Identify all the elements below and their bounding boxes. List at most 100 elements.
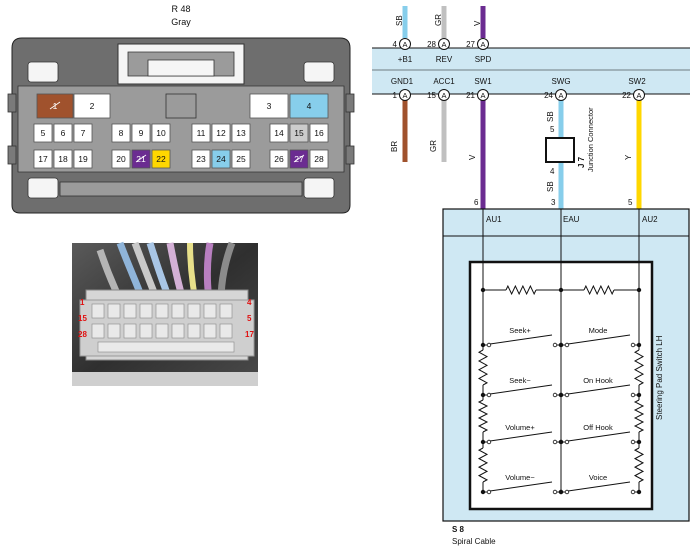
switch-blade (489, 431, 553, 442)
switch-contact (486, 342, 492, 348)
junction-dot (636, 439, 642, 445)
signal-label: REV (436, 55, 453, 64)
switch-blade (567, 481, 631, 492)
resistor (633, 399, 645, 433)
terminal-pin: 21 (466, 91, 475, 100)
switch-blade (567, 431, 631, 442)
switch-label-right: Mode (589, 326, 608, 335)
pin-cell (289, 149, 309, 169)
switch-contact (630, 489, 636, 495)
junction-name: Junction Connector (586, 107, 595, 172)
pin-cell (191, 149, 211, 169)
pin-strike (293, 154, 305, 163)
pin-number: 28 (314, 154, 324, 164)
pin-number: 12 (216, 128, 226, 138)
switch-contact (630, 342, 636, 348)
pin-cell (33, 149, 53, 169)
pin-cell (211, 123, 231, 143)
pin-cell (289, 123, 309, 143)
terminal-pin: 27 (466, 40, 475, 49)
pin-cell (131, 149, 151, 169)
signal-label: +B1 (398, 55, 413, 64)
pin-number: 23 (196, 154, 206, 164)
pin-number: 24 (216, 154, 226, 164)
photo-label-4: 4 (247, 298, 252, 307)
pin-cell (269, 123, 289, 143)
junction-dot (636, 489, 642, 495)
wire-color-code: GR (434, 14, 443, 26)
pin-cell (231, 149, 251, 169)
terminal-circle (555, 89, 567, 101)
signal-label: SW2 (628, 77, 646, 86)
switch-label-left: Seek+ (509, 326, 531, 335)
switch-contact (630, 392, 636, 398)
switch-contact (552, 392, 558, 398)
pin-number: 3 (267, 101, 272, 111)
spiral-label-au1: AU1 (486, 215, 502, 224)
spiral-label-au2: AU2 (642, 215, 658, 224)
junction-id: J 7 (577, 156, 586, 168)
terminal-letter: A (441, 40, 446, 49)
wire-color-code: V (473, 20, 482, 26)
pin-cell (249, 93, 289, 119)
terminal-letter: A (480, 91, 485, 100)
switch-contact (486, 392, 492, 398)
switch-contact (486, 489, 492, 495)
junction-box (545, 137, 575, 163)
switch-contact (630, 439, 636, 445)
signal-label: SW1 (474, 77, 492, 86)
terminal-circle (399, 38, 411, 50)
terminal-letter: A (402, 91, 407, 100)
junction-connector: 5 4 SB SB J 7 Junction Connector (545, 107, 595, 192)
terminal-pin: 1 (393, 91, 398, 100)
pin-number: 14 (274, 128, 284, 138)
switch-blade (489, 384, 553, 395)
spiral-pin-5: 5 (628, 198, 633, 207)
switch-blade (489, 334, 553, 345)
resistor (477, 399, 489, 433)
switch-contact (552, 342, 558, 348)
pin-number: 13 (236, 128, 246, 138)
pin-number: 6 (61, 128, 66, 138)
terminal-circle (477, 38, 489, 50)
unit-bar (372, 48, 690, 94)
wire-color-code: SB (395, 15, 404, 26)
junction-wire-out: SB (546, 181, 555, 192)
signal-label: SWG (551, 77, 570, 86)
junction-pin-out: 4 (550, 167, 555, 176)
resistor (583, 284, 615, 296)
switch-blade (489, 481, 553, 492)
signal-label: GND1 (391, 77, 414, 86)
photo-label-5: 5 (247, 314, 252, 323)
terminal-pin: 24 (544, 91, 553, 100)
pin-number: 9 (139, 128, 144, 138)
switch-label-left: Volume+ (505, 423, 535, 432)
terminal-letter: A (636, 91, 641, 100)
terminal-letter: A (402, 40, 407, 49)
pin-cell (111, 149, 131, 169)
pin-number: 20 (116, 154, 126, 164)
terminal-pin: 4 (393, 40, 398, 49)
wire-color-code: BR (390, 141, 399, 152)
terminal-letter: A (558, 91, 563, 100)
connector-id: R 48 (171, 4, 190, 14)
spiral-label-eau: EAU (563, 215, 580, 224)
photo-label-28: 28 (78, 330, 87, 339)
resistor (505, 284, 537, 296)
pin-strike (49, 101, 61, 110)
pin-cell (309, 149, 329, 169)
photo-label-15: 15 (78, 314, 87, 323)
pin-number: 7 (81, 128, 86, 138)
spiral-name: Spiral Cable (452, 537, 496, 546)
switch-label-left: Volume− (505, 473, 535, 482)
wire-color-code: Y (624, 154, 633, 160)
pin-cell (231, 123, 251, 143)
pin-number: 11 (197, 128, 206, 138)
wire-color-code: V (468, 154, 477, 160)
terminal-letter: A (441, 91, 446, 100)
